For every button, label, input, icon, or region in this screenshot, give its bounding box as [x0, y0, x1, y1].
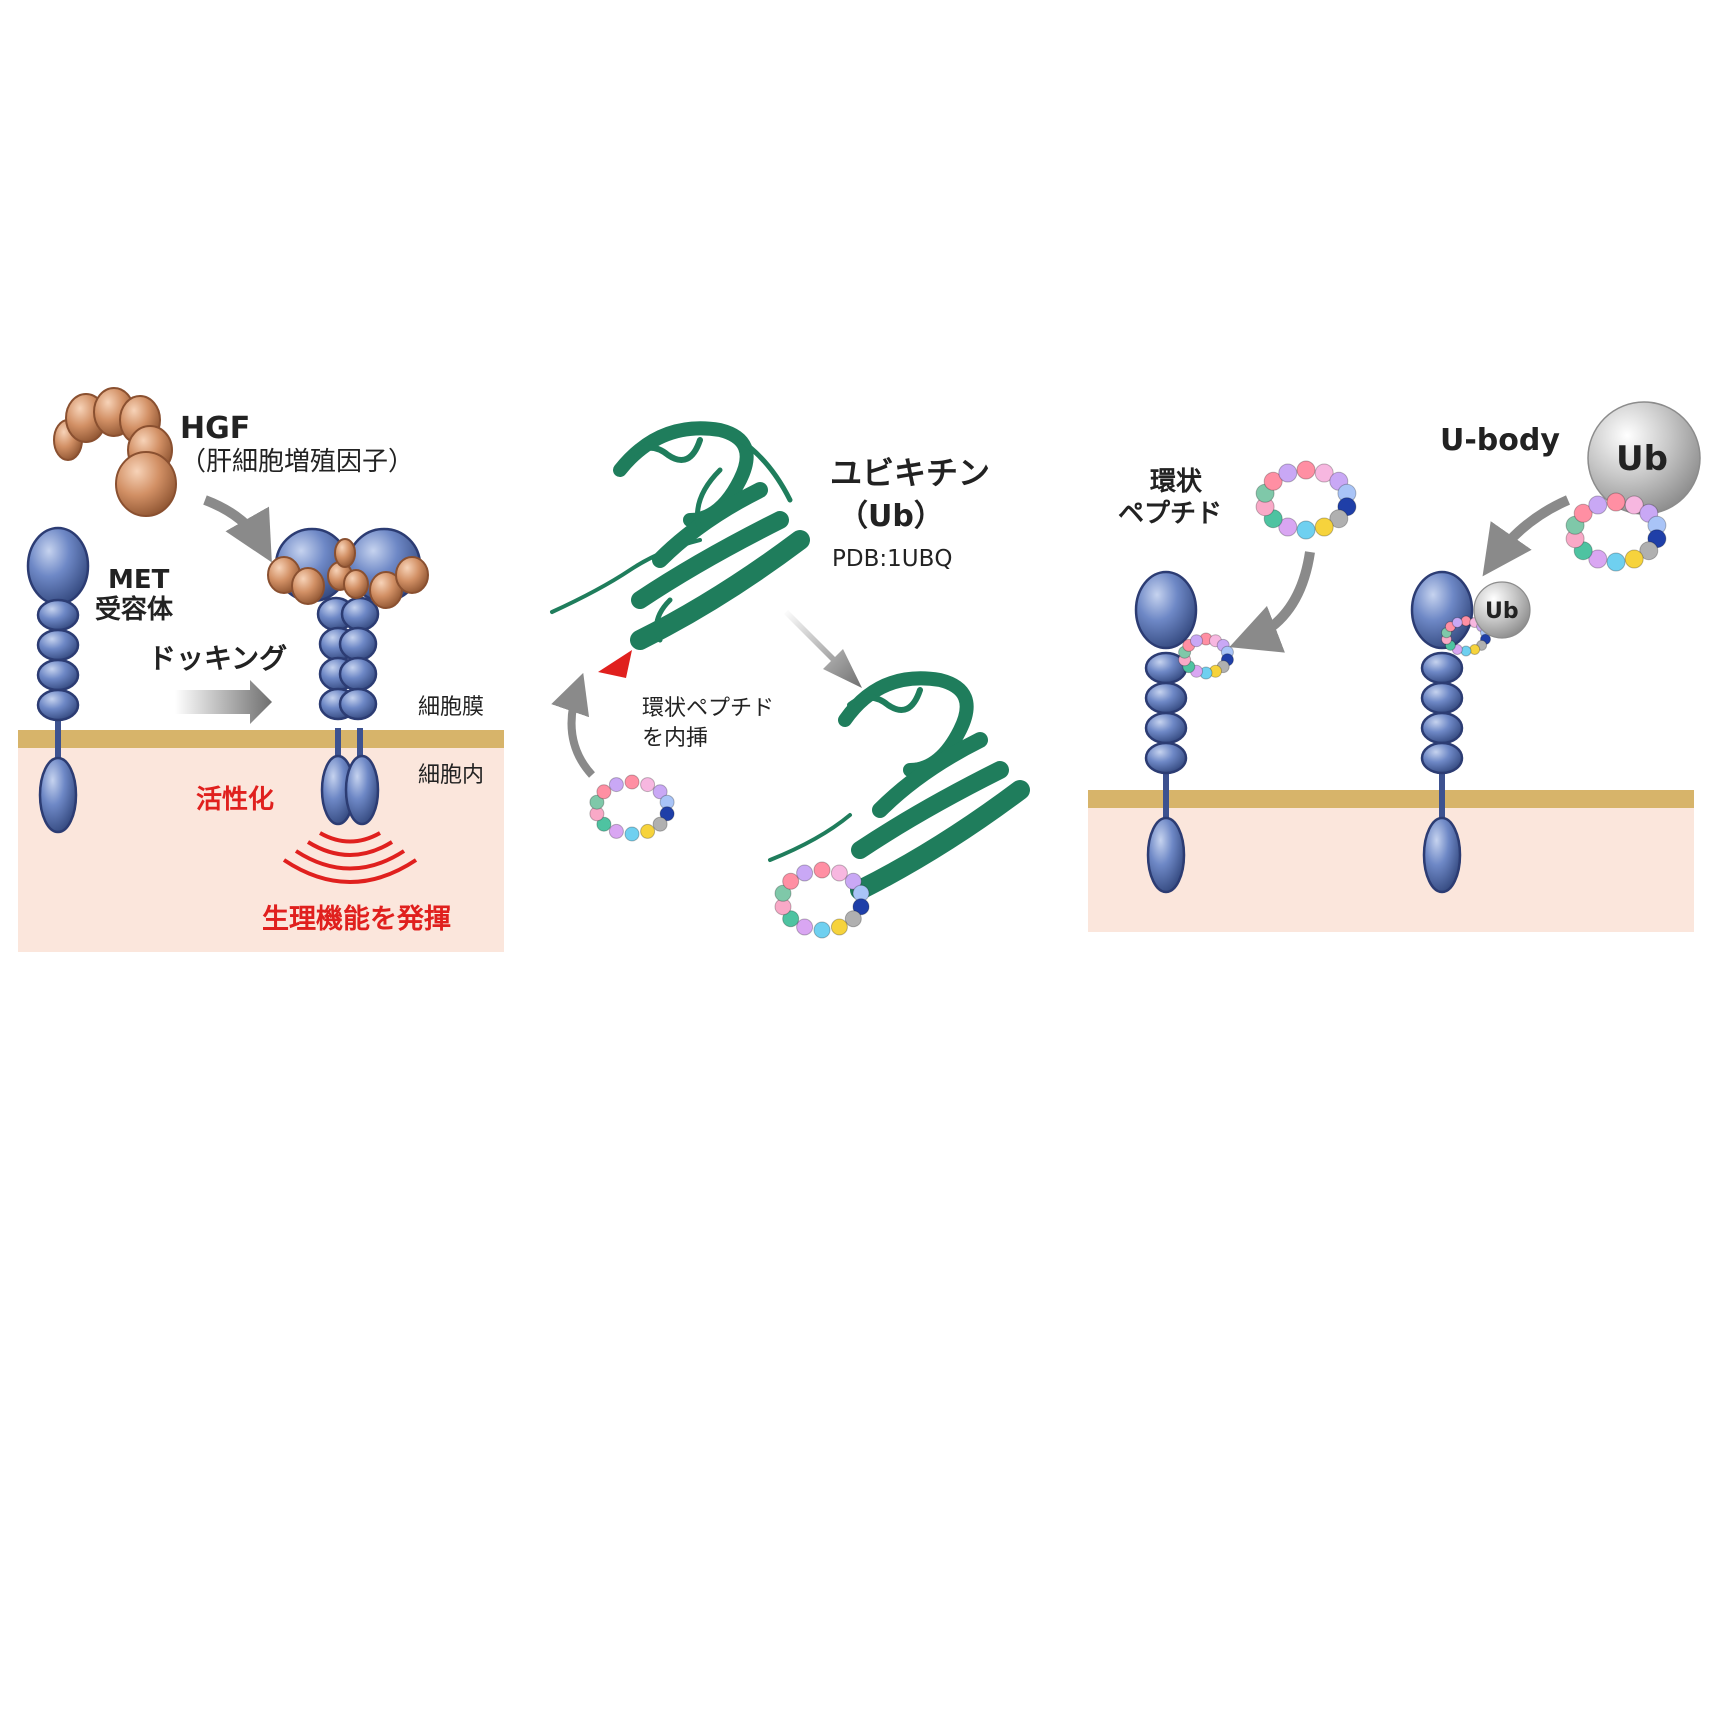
peptide-bead [640, 823, 656, 839]
peptide-bead [1263, 471, 1283, 491]
activation-label: 活性化 [196, 785, 274, 815]
peptide-bead [596, 784, 612, 800]
ubiquitin-grafted-structure [768, 671, 1030, 900]
peptide-bead [1278, 517, 1298, 537]
peptide-bead [652, 784, 668, 800]
binding-arrow [203, 495, 272, 563]
ub-small-label: Ub [1485, 599, 1519, 624]
peptide-bead [1451, 617, 1463, 628]
peptide-bead [1588, 495, 1608, 515]
peptide-bead [813, 921, 831, 939]
pdb-id: PDB:1UBQ [832, 546, 952, 572]
cyclic-peptide-grafted [774, 861, 870, 939]
insert-arrow [551, 672, 596, 778]
hgf-bound [267, 538, 429, 609]
cyclic-peptide-label-1: 環状 [1150, 467, 1203, 497]
insert-label-2: を内挿 [642, 726, 708, 751]
peptide-bead [589, 794, 605, 810]
peptide-bead [1624, 549, 1644, 569]
peptide-bead [852, 898, 870, 916]
peptide-bead [796, 918, 814, 936]
met-label: MET [108, 565, 170, 595]
docking-label: ドッキング [148, 642, 287, 675]
cytoplasm-region [18, 740, 504, 952]
ubody-label: U-body [1440, 423, 1560, 458]
peptide-bead [1606, 492, 1626, 512]
cyclic-peptide-bound [1178, 632, 1234, 680]
met-receptor-peptide-bound [1134, 570, 1198, 894]
hgf-molecule [53, 387, 177, 517]
peptide-bead [813, 861, 831, 879]
peptide-bead [1296, 460, 1316, 480]
peptide-bead [624, 774, 640, 790]
cyclic-peptide-small [589, 774, 675, 842]
cell-membrane-2 [1088, 790, 1694, 808]
peptide-bead [652, 816, 668, 832]
panel-ubiquitin: ユビキチン （Ub） PDB:1UBQ 環状ペプチド を内挿 [550, 421, 1030, 939]
membrane-label: 細胞膜 [418, 695, 484, 720]
peptide-bead [1588, 549, 1608, 569]
peptide-bead [608, 823, 624, 839]
peptide-bead [624, 826, 640, 842]
met-receptor-ubody-bound [1410, 570, 1474, 894]
met-receptor [26, 526, 90, 834]
peptide-bead [844, 872, 862, 890]
peptide-bead [1314, 463, 1334, 483]
peptide-bead [844, 910, 862, 928]
peptide-bead [1278, 463, 1298, 483]
cytoplasm-region-2 [1088, 800, 1694, 932]
ub-large-label: Ub [1616, 439, 1668, 479]
peptide-bead [1606, 552, 1626, 572]
peptide-bead [659, 806, 675, 822]
ubiquitin-abbrev: （Ub） [838, 499, 944, 534]
peptide-bead [1296, 520, 1316, 540]
cyclic-peptide-label-2: ペプチド [1118, 499, 1222, 529]
peptide-binding-arrow [1229, 551, 1315, 653]
peptide-bead [796, 864, 814, 882]
cytoplasm-label: 細胞内 [418, 763, 484, 788]
peptide-bead [608, 777, 624, 793]
function-label: 生理機能を発揮 [262, 903, 451, 935]
peptide-bead [640, 777, 656, 793]
panel-hgf-met: HGF （肝細胞増殖因子） MET 受容体 ドッキング [18, 387, 504, 952]
peptide-bead [774, 884, 792, 902]
cell-membrane [18, 730, 504, 748]
peptide-bead [1639, 541, 1659, 561]
hgf-label: HGF [180, 411, 250, 446]
docking-arrow [175, 680, 272, 724]
peptide-bead [1329, 509, 1349, 529]
peptide-bead [830, 918, 848, 936]
peptide-bead [782, 872, 800, 890]
peptide-bead [1624, 495, 1644, 515]
cyclic-peptide-ubody [1565, 492, 1667, 572]
ubiquitin-title: ユビキチン [830, 454, 990, 492]
peptide-bead [782, 910, 800, 928]
signal-waves [282, 831, 418, 884]
insert-label-1: 環状ペプチド [642, 696, 774, 721]
cyclic-peptide-free [1255, 460, 1357, 540]
peptide-bead [1573, 503, 1593, 523]
transform-arrow [784, 610, 862, 688]
insertion-site-marker [598, 650, 632, 678]
peptide-bead [830, 864, 848, 882]
met-label-2: 受容体 [95, 594, 174, 625]
peptide-bead [1314, 517, 1334, 537]
ubiquitin-structure [550, 421, 810, 650]
panel-ubody: 環状 ペプチド U-body Ub [1088, 401, 1701, 932]
hgf-subtitle: （肝細胞増殖因子） [180, 447, 414, 477]
peptide-bead [1190, 634, 1203, 648]
peptide-bead [596, 816, 612, 832]
ubody-binding-arrow [1482, 495, 1571, 577]
ub-sphere-small [1473, 581, 1531, 639]
